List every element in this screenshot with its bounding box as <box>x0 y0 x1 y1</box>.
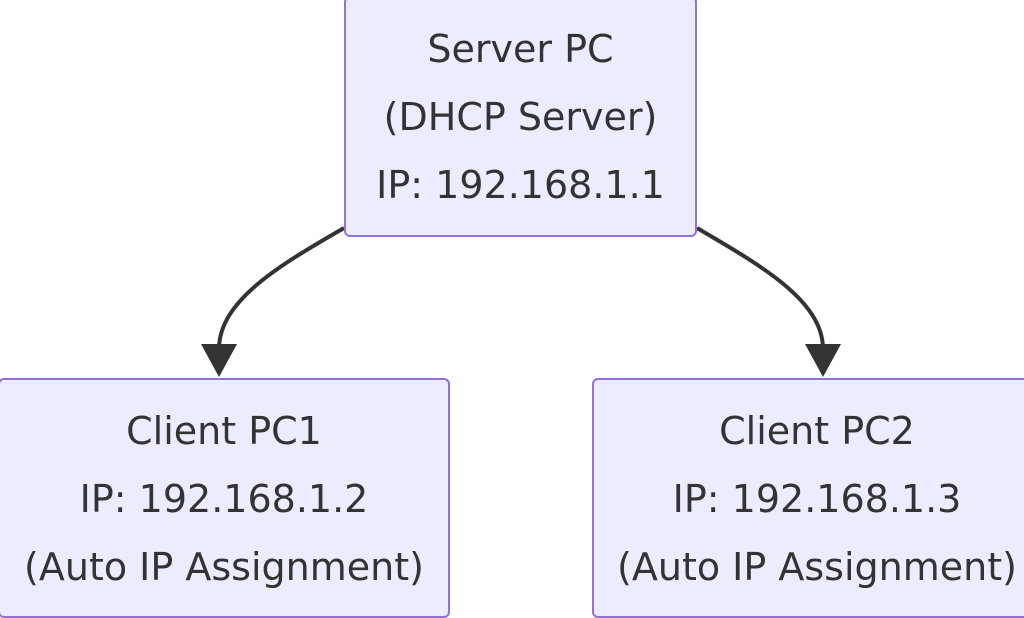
client-pc1-title: Client PC1 <box>126 409 322 453</box>
client-pc2-assignment: (Auto IP Assignment) <box>617 545 1017 589</box>
client-pc2-node: Client PC2 IP: 192.168.1.3 (Auto IP Assi… <box>592 378 1024 618</box>
server-pc-ip: IP: 192.168.1.1 <box>376 162 665 207</box>
edge-server-to-client1 <box>217 226 346 349</box>
client-pc1-ip: IP: 192.168.1.2 <box>79 477 369 521</box>
server-pc-role: (DHCP Server) <box>383 94 658 139</box>
edge-layer <box>201 226 841 377</box>
client-pc1-node: Client PC1 IP: 192.168.1.2 (Auto IP Assi… <box>0 378 450 618</box>
client-pc2-ip: IP: 192.168.1.3 <box>672 477 962 521</box>
server-pc-node: Server PC (DHCP Server) IP: 192.168.1.1 <box>344 0 697 237</box>
server-pc-title: Server PC <box>427 26 614 71</box>
client-pc2-title: Client PC2 <box>719 409 915 453</box>
arrowhead-client1 <box>201 344 237 377</box>
arrowhead-client2 <box>805 344 841 377</box>
edge-server-to-client2 <box>695 226 825 349</box>
client-pc1-assignment: (Auto IP Assignment) <box>24 545 424 589</box>
